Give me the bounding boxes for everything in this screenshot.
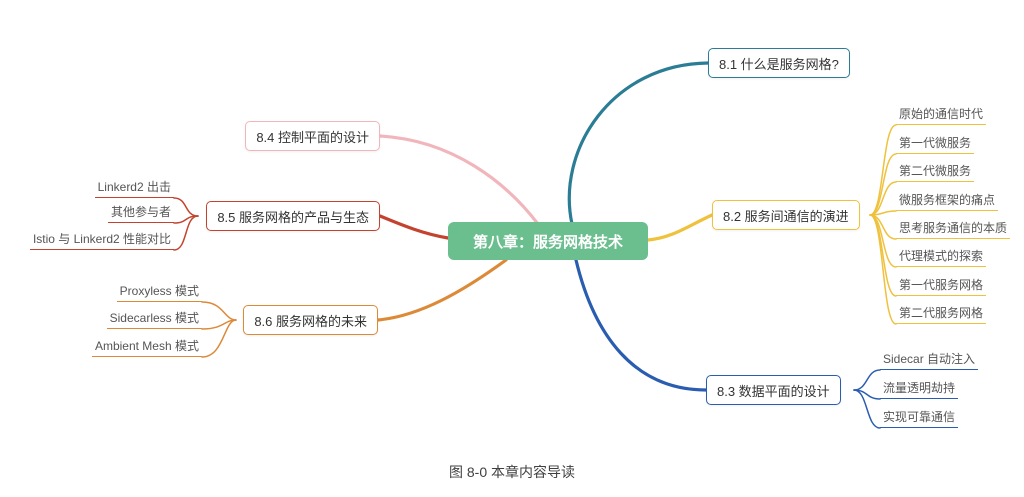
topic-connector (869, 153, 897, 216)
topic-8-2-child[interactable]: 代理模式的探索 (896, 248, 987, 267)
node-8-5[interactable]: 8.5 服务网格的产品与生态 (206, 201, 380, 231)
topic-8-2-child[interactable]: 原始的通信时代 (896, 106, 987, 125)
topic-connector (869, 181, 897, 216)
topic-connector (869, 124, 897, 216)
branch-8-4-connector (378, 134, 540, 226)
branch-8-2-connector (646, 213, 714, 242)
central-topic[interactable]: 第八章：服务网格技术 (448, 222, 648, 260)
topic-connector (201, 319, 237, 358)
branch-8-1-connector (567, 61, 710, 226)
topic-connector (869, 214, 897, 325)
node-8-4[interactable]: 8.4 控制平面的设计 (245, 121, 380, 151)
figure-caption: 图 8-0 本章内容导读 (448, 464, 575, 480)
branch-8-5-connector (378, 214, 450, 240)
topic-8-5-child[interactable]: Linkerd2 出击 (94, 179, 174, 198)
topic-8-3-child[interactable]: 实现可靠通信 (880, 409, 959, 428)
node-8-6[interactable]: 8.6 服务网格的未来 (243, 305, 378, 335)
branch-8-3-connector (574, 258, 708, 392)
topic-8-6-child[interactable]: Sidecarless 模式 (106, 310, 202, 329)
topic-8-3-child[interactable]: Sidecar 自动注入 (880, 351, 979, 370)
node-8-3[interactable]: 8.3 数据平面的设计 (706, 375, 841, 405)
topic-connector (201, 319, 237, 330)
topic-8-2-child[interactable]: 第一代微服务 (896, 135, 975, 154)
topic-connector (173, 215, 199, 251)
topic-8-2-child[interactable]: 第二代服务网格 (896, 305, 987, 324)
topic-8-2-child[interactable]: 第一代服务网格 (896, 277, 987, 296)
topic-8-6-child[interactable]: Proxyless 模式 (116, 283, 202, 302)
topic-connector (173, 197, 199, 217)
topic-8-2-child[interactable]: 微服务框架的痛点 (896, 192, 999, 211)
topic-8-3-child[interactable]: 流量透明劫持 (880, 380, 959, 399)
topic-8-2-child[interactable]: 第二代微服务 (896, 163, 975, 182)
topic-8-6-child[interactable]: Ambient Mesh 模式 (91, 338, 202, 357)
topic-8-5-child[interactable]: Istio 与 Linkerd2 性能对比 (29, 231, 174, 250)
branch-8-6-connector (376, 258, 508, 322)
node-8-2[interactable]: 8.2 服务间通信的演进 (712, 200, 860, 230)
topic-connector (853, 389, 881, 429)
topic-connector (201, 301, 237, 321)
topic-connector (853, 369, 881, 391)
node-8-1[interactable]: 8.1 什么是服务网格? (708, 48, 850, 78)
topic-8-5-child[interactable]: 其他参与者 (107, 204, 174, 223)
topic-8-2-child[interactable]: 思考服务通信的本质 (896, 220, 1011, 239)
